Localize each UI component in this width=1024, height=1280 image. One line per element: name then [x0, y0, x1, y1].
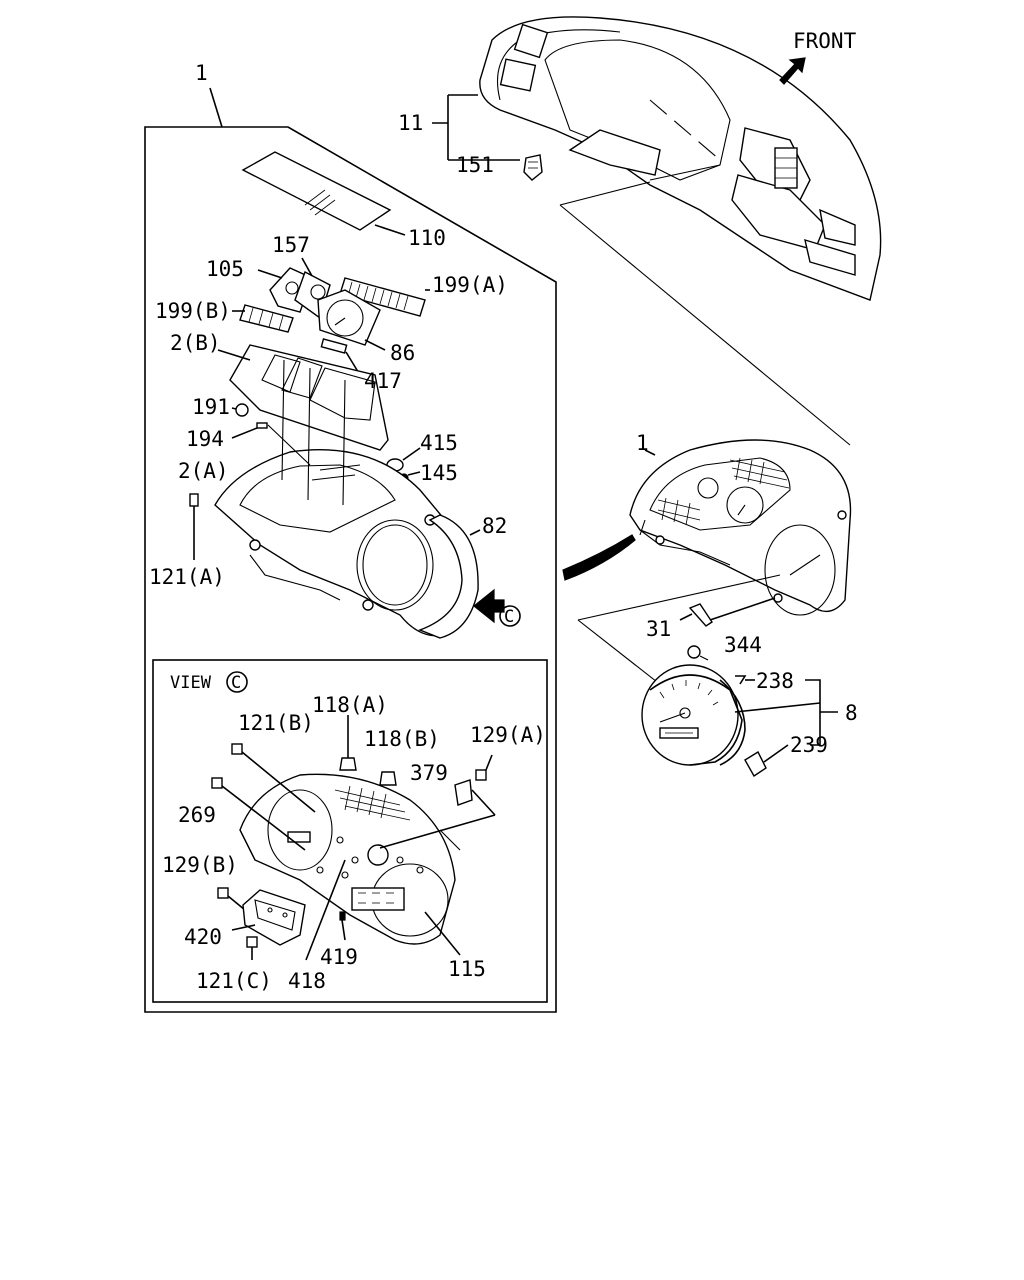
screw-121c: [246, 936, 258, 960]
callout-157: 157: [272, 233, 310, 257]
callout-199b: 199(B): [155, 299, 231, 323]
callout-417: 417: [364, 369, 402, 393]
callout-118a: 118(A): [312, 693, 388, 717]
callout-379: 379: [410, 761, 448, 785]
callout-1-top: 1: [195, 61, 208, 85]
callout-118b: 118(B): [364, 727, 440, 751]
assembly-lines: [267, 359, 346, 506]
callout-129b: 129(B): [162, 853, 238, 877]
callout-145: 145: [420, 461, 458, 485]
callout-121a: 121(A): [149, 565, 225, 589]
callout-11: 11: [398, 111, 423, 135]
callout-2a: 2(A): [178, 459, 229, 483]
view-c-marker: C: [504, 607, 514, 627]
transfer-arrow: [562, 534, 636, 581]
callout-151: 151: [456, 153, 494, 177]
warning-strip-199a: [339, 277, 430, 317]
view-c-label-marker: C: [231, 673, 241, 693]
speedometer-dial-86: [317, 289, 386, 376]
front-label: FRONT: [793, 29, 857, 53]
callout-191: 191: [192, 395, 230, 419]
callout-1-right: 1: [636, 431, 649, 455]
leader-115: [424, 911, 461, 956]
assembled-cluster: [629, 439, 852, 616]
nut-118a: [339, 715, 357, 771]
leader-418: [305, 859, 346, 961]
callout-86: 86: [390, 341, 415, 365]
screw-129b: [217, 887, 246, 911]
screw-344: [687, 645, 709, 661]
screw-129a: [475, 754, 493, 781]
callout-8: 8: [845, 701, 858, 725]
bulb-419: [339, 911, 346, 941]
callout-129a: 129(A): [470, 723, 546, 747]
callout-239: 239: [790, 733, 828, 757]
faceplate-2b: [217, 344, 389, 451]
callout-419: 419: [320, 945, 358, 969]
exploded-frame: [144, 87, 557, 1013]
screw-121b: [231, 743, 316, 813]
tachometer-8: [641, 664, 746, 766]
callout-31: 31: [646, 617, 671, 641]
view-c-frame: [152, 659, 548, 1003]
callout-194: 194: [186, 427, 224, 451]
callout-2b: 2(B): [170, 331, 221, 355]
clip-151: [523, 154, 543, 181]
callout-121b: 121(B): [238, 711, 314, 735]
callout-269: 269: [178, 803, 216, 827]
screw-31: [679, 603, 713, 627]
callout-110: 110: [408, 226, 446, 250]
callout-344: 344: [724, 633, 762, 657]
callout-238: 238: [756, 669, 794, 693]
circuit-board-420: [231, 889, 306, 946]
callout-418: 418: [288, 969, 326, 993]
callout-82: 82: [482, 514, 507, 538]
screw-191: [231, 403, 249, 417]
callout-420: 420: [184, 925, 222, 949]
callout-121c: 121(C): [196, 969, 272, 993]
lens-110: [241, 151, 406, 236]
view-c-marker-circle: [499, 605, 521, 627]
screw-269: [211, 777, 306, 851]
callout-415: 415: [420, 431, 458, 455]
front-arrow: [779, 57, 806, 85]
view-c-arrow: [473, 588, 505, 624]
clip-379: [379, 779, 496, 849]
bulb-239: [744, 744, 789, 778]
callout-199a: 199(A): [432, 273, 508, 297]
view-c-label: VIEW: [170, 673, 212, 693]
warning-strip-199b: [232, 304, 294, 333]
screw-194: [231, 422, 268, 439]
bracket-8: [734, 679, 838, 746]
case-82: [418, 514, 479, 639]
view-c-label-circle: [226, 671, 248, 693]
screw-121a: [189, 493, 199, 560]
nut-118b: [379, 771, 397, 786]
callout-115: 115: [448, 957, 486, 981]
dashboard-panel: [479, 16, 882, 301]
housing-2a: [214, 449, 464, 637]
callout-105: 105: [206, 257, 244, 281]
